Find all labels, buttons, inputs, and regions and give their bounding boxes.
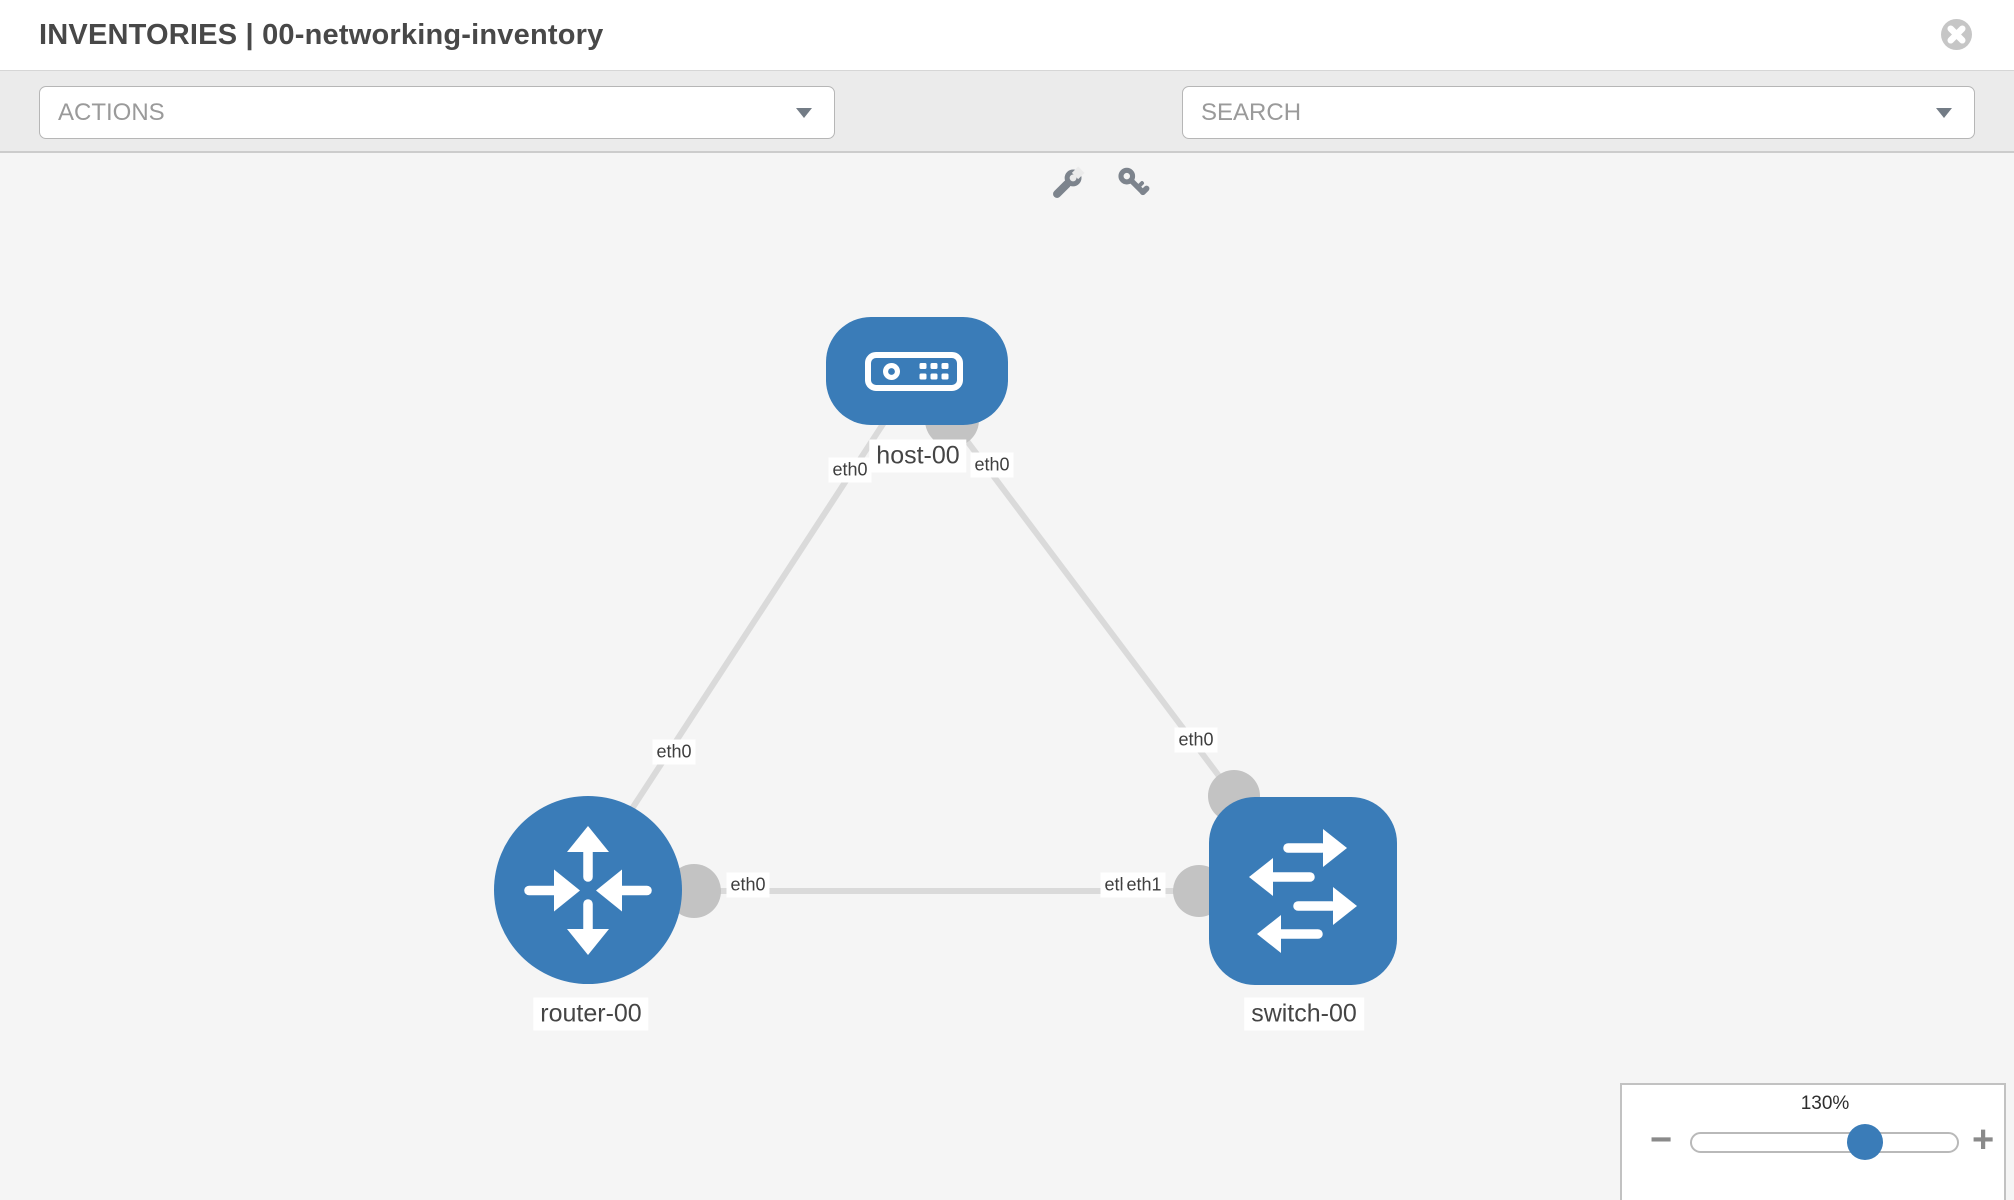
iface-label-eth0: eth0 (726, 872, 770, 898)
node-switch-00[interactable] (1209, 797, 1397, 985)
node-label-switch: switch-00 (1244, 997, 1364, 1031)
iface-label-eth0: eth0 (652, 739, 696, 765)
iface-label-eth0: eth0 (970, 452, 1014, 478)
iface-label-eth0: eth0 (828, 457, 872, 483)
topology-svg (494, 317, 1397, 985)
search-input[interactable] (1183, 87, 1931, 138)
iface-label-eth1: eth1 (1122, 872, 1166, 898)
actions-dropdown-label: ACTIONS (58, 99, 165, 126)
wrench-button[interactable] (1046, 165, 1086, 205)
header: INVENTORIES | 00-networking-inventory (0, 0, 2014, 71)
node-label-router: router-00 (533, 997, 649, 1031)
zoom-panel: 130% − + (1620, 1083, 2006, 1200)
key-button[interactable] (1114, 165, 1154, 205)
switch-icon (1249, 829, 1357, 953)
node-host-00[interactable] (826, 317, 1008, 425)
host-icon (865, 352, 963, 391)
chevron-down-icon[interactable] (1936, 108, 1952, 118)
page-title: INVENTORIES | 00-networking-inventory (39, 19, 604, 51)
zoom-level: 130% (1800, 1093, 1850, 1114)
iface-label-eth0: eth0 (1174, 727, 1218, 753)
node-router-00[interactable] (494, 796, 682, 984)
topology-canvas[interactable] (0, 153, 2014, 1200)
zoom-in-button[interactable]: + (1972, 1119, 1995, 1161)
wrench-icon (1053, 166, 1085, 198)
key-icon (1118, 167, 1150, 196)
toolbar: ACTIONS (0, 71, 2014, 198)
zoom-slider-track[interactable] (1690, 1124, 1959, 1160)
close-icon[interactable] (1940, 18, 1973, 51)
router-icon (524, 826, 652, 955)
actions-dropdown[interactable]: ACTIONS (39, 86, 835, 139)
node-label-host: host-00 (869, 439, 967, 473)
search-dropdown[interactable] (1182, 86, 1975, 139)
zoom-out-button[interactable]: − (1650, 1119, 1673, 1161)
chevron-down-icon[interactable] (796, 108, 812, 118)
zoom-slider-thumb[interactable] (1847, 1124, 1883, 1160)
